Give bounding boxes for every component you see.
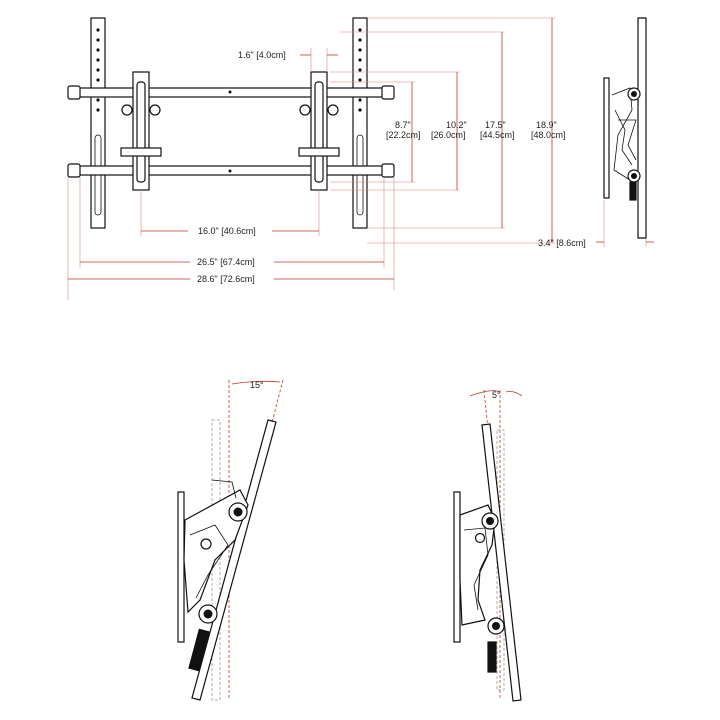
dim-bracket-offset: 1.6" [4.0cm] bbox=[238, 50, 286, 60]
dim-28-6: 28.6" [72.6cm] bbox=[197, 274, 255, 284]
tilt-forward-angle: 15° bbox=[250, 380, 264, 390]
dim-8-7-cm: [22.2cm] bbox=[386, 130, 421, 140]
dim-10-2-cm: [26.0cm] bbox=[431, 130, 466, 140]
side-view: 3.4" [8.6cm] bbox=[538, 17, 654, 248]
dim-8-7-in: 8.7" bbox=[395, 120, 411, 130]
dim-18-9-cm: [48.0cm] bbox=[531, 130, 566, 140]
tilt-forward-view: 15° bbox=[177, 379, 284, 701]
tilt-back-view: 5° bbox=[453, 389, 523, 702]
front-dimensions: 1.6" [4.0cm] 8.7" [22.2cm] 10.2" [26.0cm… bbox=[67, 17, 566, 300]
dim-26-5: 26.5" [67.4cm] bbox=[197, 257, 255, 267]
dim-17-5-cm: [44.5cm] bbox=[480, 130, 515, 140]
front-view bbox=[67, 17, 395, 229]
tilt-back-angle: 5° bbox=[492, 390, 501, 400]
dim-10-2-in: 10.2" bbox=[446, 120, 467, 130]
dim-17-5-in: 17.5" bbox=[485, 120, 506, 130]
dim-depth: 3.4" [8.6cm] bbox=[538, 238, 586, 248]
dim-16-0: 16.0" [40.6cm] bbox=[198, 226, 256, 236]
dim-18-9-in: 18.9" bbox=[536, 120, 557, 130]
right-tv-bracket bbox=[298, 71, 340, 191]
